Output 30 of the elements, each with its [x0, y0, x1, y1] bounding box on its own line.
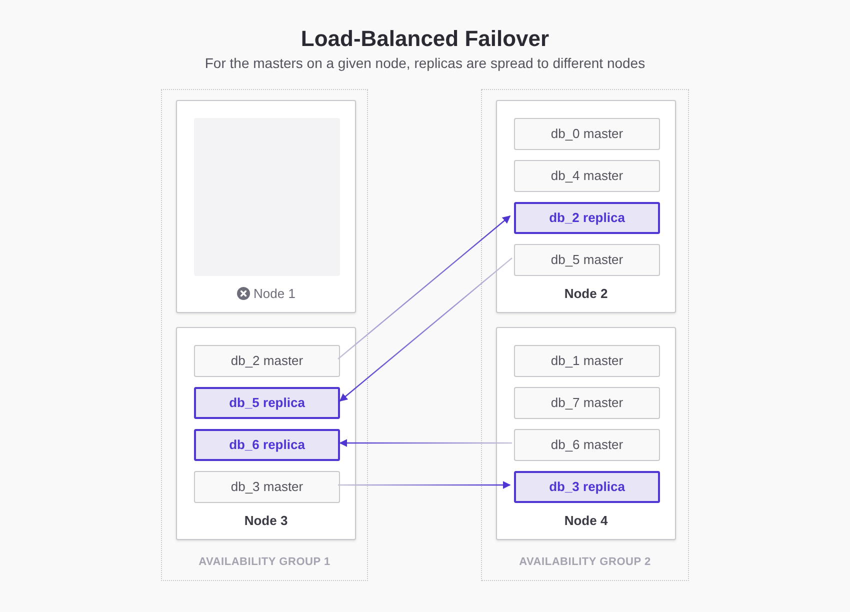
server-node [176, 100, 356, 313]
replica-box: db_5 replica [194, 387, 340, 419]
server-node [496, 100, 676, 313]
master-box: db_5 master [514, 244, 660, 276]
node-label: Node 3 [244, 512, 288, 530]
diagram-caption: For the masters on a given node, replicas are spread to different nodes [204, 54, 646, 73]
master-box: db_2 master [194, 345, 340, 377]
arrow [338, 216, 511, 360]
group-label: AVAILABILITY GROUP 1 [198, 554, 332, 570]
master-box: db_4 master [514, 160, 660, 192]
replica-box: db_2 replica [514, 202, 660, 234]
server-node [176, 327, 356, 540]
group-label: AVAILABILITY GROUP 2 [518, 554, 652, 570]
arrow [338, 481, 511, 489]
availability-group [161, 89, 368, 581]
node-label: Node 4 [564, 512, 608, 530]
master-box: db_6 master [514, 429, 660, 461]
master-box: db_0 master [514, 118, 660, 150]
master-box: db_3 master [194, 471, 340, 503]
master-box: db_7 master [514, 387, 660, 419]
master-box: db_1 master [514, 345, 660, 377]
arrow [339, 258, 512, 402]
node-label: Node 2 [564, 284, 608, 302]
replica-box: db_6 replica [194, 429, 340, 461]
node-label: Node 1 [254, 284, 296, 302]
replica-box: db_3 replica [514, 471, 660, 503]
diagram-title: Load-Balanced Failover [300, 25, 550, 53]
availability-group [481, 89, 689, 581]
server-node [496, 327, 676, 540]
arrow [339, 439, 512, 447]
